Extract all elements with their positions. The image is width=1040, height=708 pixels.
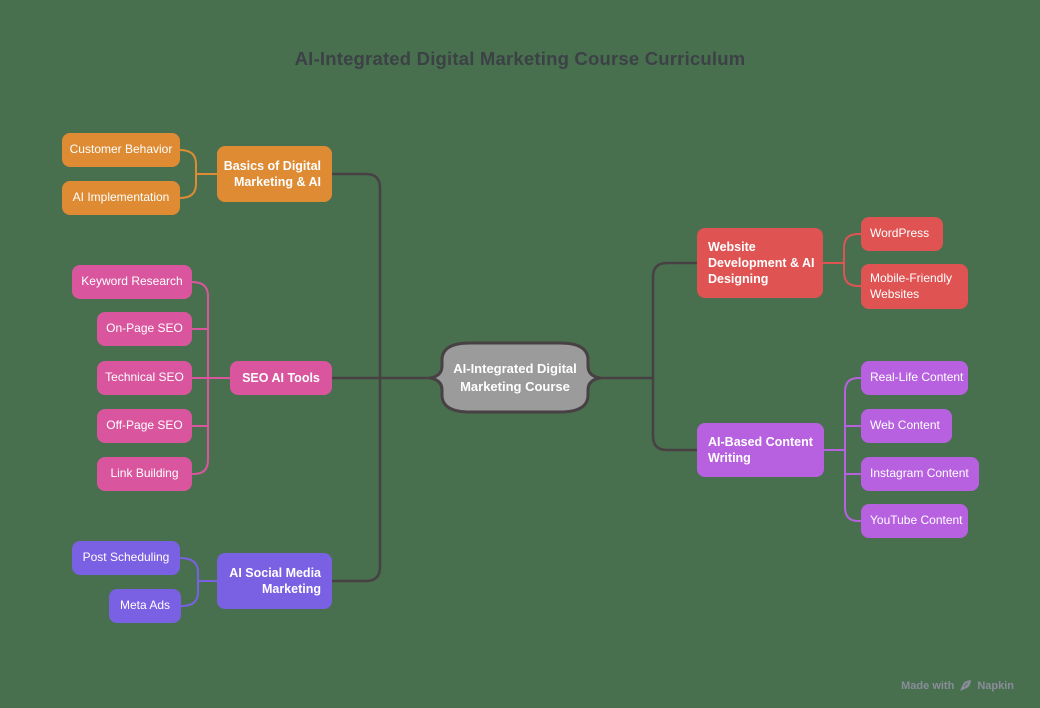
node-meta-ads[interactable]: Meta Ads <box>109 589 181 623</box>
watermark-text: Made with <box>901 679 955 692</box>
node-ai-based-content-writing[interactable]: AI-Based Content Writing <box>697 423 824 477</box>
center-node-shape[interactable] <box>428 341 602 414</box>
node-label: Meta Ads <box>119 598 171 613</box>
connector-social-children <box>179 557 218 607</box>
node-ai-social-media-marketing[interactable]: AI Social Media Marketing <box>217 553 332 609</box>
node-label: Mobile-Friendly Websites <box>870 271 953 301</box>
node-mobile-friendly-websites[interactable]: Mobile-Friendly Websites <box>861 264 968 309</box>
node-label: WordPress <box>870 226 930 241</box>
watermark-brand: Napkin <box>977 679 1014 692</box>
node-website-development-ai-designing[interactable]: Website Development & AI Designing <box>697 228 823 298</box>
node-label: Basics of Digital Marketing & AI <box>223 159 321 189</box>
node-label: YouTube Content <box>870 513 963 528</box>
pen-nib-icon <box>960 680 972 691</box>
node-wordpress[interactable]: WordPress <box>861 217 943 251</box>
node-label: Web Content <box>870 418 940 433</box>
node-youtube-content[interactable]: YouTube Content <box>861 504 968 538</box>
connector-seo-children <box>191 281 231 475</box>
node-label: Website Development & AI Designing <box>708 240 815 286</box>
node-label: AI-Integrated Digital Marketing Course <box>453 361 577 394</box>
node-customer-behavior[interactable]: Customer Behavior <box>62 133 180 167</box>
node-label: Technical SEO <box>105 370 184 385</box>
node-basics-of-digital-marketing[interactable]: Basics of Digital Marketing & AI <box>217 146 332 202</box>
node-real-life-content[interactable]: Real-Life Content <box>861 361 968 395</box>
node-keyword-research[interactable]: Keyword Research <box>72 265 192 299</box>
node-technical-seo[interactable]: Technical SEO <box>97 361 192 395</box>
node-label: AI Social Media Marketing <box>229 566 321 596</box>
node-label: Instagram Content <box>870 466 969 481</box>
node-label: Link Building <box>110 466 179 481</box>
node-label: SEO AI Tools <box>242 371 320 385</box>
diagram-title: AI-Integrated Digital Marketing Course C… <box>294 48 746 69</box>
node-label: Off-Page SEO <box>106 418 183 433</box>
node-label: Customer Behavior <box>69 142 173 157</box>
node-label: Post Scheduling <box>82 550 170 565</box>
connector-basics-children <box>179 149 218 199</box>
node-label: Real-Life Content <box>870 370 964 385</box>
node-web-content[interactable]: Web Content <box>861 409 952 443</box>
node-off-page-seo[interactable]: Off-Page SEO <box>97 409 192 443</box>
node-instagram-content[interactable]: Instagram Content <box>861 457 979 491</box>
connector-content-children <box>823 377 862 522</box>
node-ai-implementation[interactable]: AI Implementation <box>62 181 180 215</box>
node-on-page-seo[interactable]: On-Page SEO <box>97 312 192 346</box>
node-label: AI Implementation <box>72 190 170 205</box>
node-post-scheduling[interactable]: Post Scheduling <box>72 541 180 575</box>
node-seo-ai-tools[interactable]: SEO AI Tools <box>230 361 332 395</box>
node-label: AI-Based Content Writing <box>708 435 813 465</box>
node-link-building[interactable]: Link Building <box>97 457 192 491</box>
node-center-course[interactable]: AI-Integrated Digital Marketing Course <box>438 344 592 412</box>
node-label: On-Page SEO <box>106 321 183 336</box>
node-label: Keyword Research <box>81 274 183 289</box>
connector-website-children <box>822 233 862 287</box>
napkin-watermark[interactable]: Made with Napkin <box>901 679 1014 692</box>
connector-right-trunk <box>651 261 699 452</box>
